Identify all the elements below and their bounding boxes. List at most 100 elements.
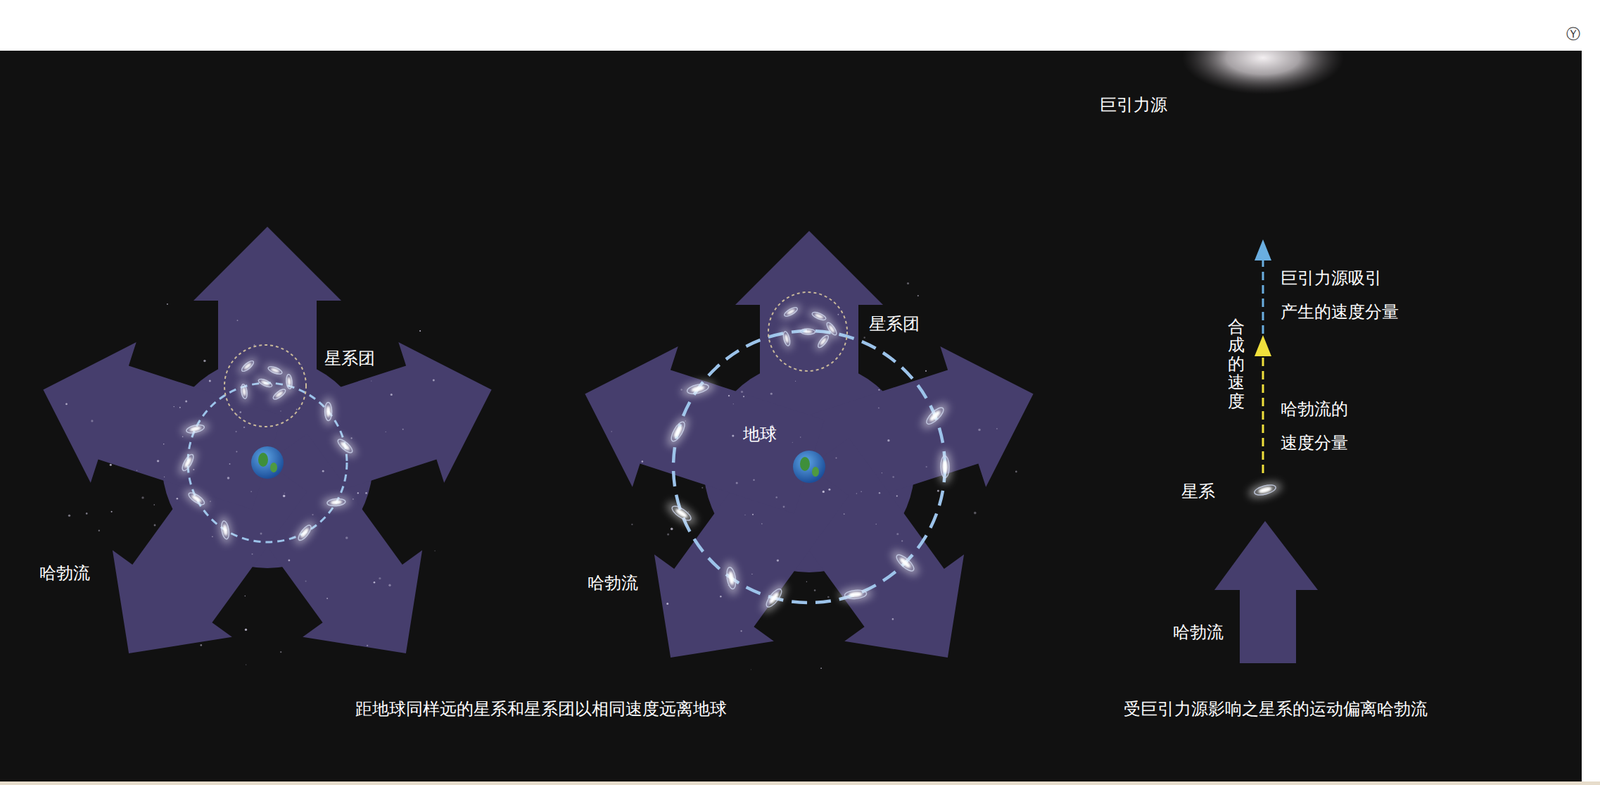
galaxy	[321, 495, 351, 509]
star-speck	[296, 408, 298, 410]
galaxy-core	[767, 590, 781, 605]
star-speck	[229, 462, 231, 465]
galaxy-core	[783, 333, 790, 344]
galaxy	[918, 398, 952, 433]
galaxy	[721, 560, 741, 596]
star-speck	[65, 403, 68, 406]
flow-label: 哈勃流	[587, 572, 639, 594]
star-speck	[163, 476, 165, 478]
galaxy-glow	[321, 495, 351, 509]
galaxy-glow	[291, 517, 318, 547]
cluster-label: 星系团	[324, 347, 376, 370]
star-speck	[282, 494, 285, 497]
galaxy	[217, 515, 233, 545]
galaxy-glow	[253, 374, 278, 392]
vector-head	[1254, 334, 1272, 357]
star-speck	[610, 430, 612, 432]
star-speck	[906, 282, 910, 285]
galaxy-core	[190, 493, 203, 504]
galaxy-arm	[239, 358, 255, 373]
star-speck	[740, 629, 742, 632]
star-speck	[670, 527, 674, 530]
galaxy-arm	[669, 419, 688, 443]
star-speck	[827, 595, 830, 599]
galaxy-glow	[663, 498, 700, 529]
galaxy-arm	[296, 522, 314, 542]
star-speck	[744, 514, 746, 516]
vector-label: 巨引力源吸引 产生的速度分量	[1280, 261, 1416, 329]
star-speck	[235, 451, 238, 453]
star-speck	[378, 576, 381, 580]
vector-label: 哈勃流的 速度分量	[1280, 391, 1365, 460]
earth-land	[270, 462, 278, 473]
star-speck	[800, 436, 802, 438]
galaxy-arm	[844, 588, 867, 600]
earth-globe	[251, 446, 284, 479]
star-speck	[896, 532, 899, 535]
galaxy	[237, 379, 250, 403]
star-speck	[892, 475, 895, 478]
star-speck	[814, 588, 817, 592]
galaxy	[175, 447, 200, 478]
star-speck	[792, 441, 793, 443]
star-speck	[192, 468, 195, 471]
star-speck	[731, 434, 734, 437]
star-speck	[806, 580, 808, 582]
star-speck	[434, 550, 435, 551]
galaxy	[663, 498, 700, 529]
star-speck	[860, 490, 862, 492]
galaxy-core	[671, 424, 684, 439]
star-speck	[750, 668, 752, 670]
galaxy-core	[270, 366, 281, 373]
galaxy-glow	[758, 580, 791, 616]
star-speck	[752, 513, 754, 516]
star-speck	[260, 532, 263, 535]
star-speck	[163, 443, 164, 444]
star-speck	[733, 403, 734, 404]
galaxy-arm	[220, 519, 231, 539]
galaxy-glow	[721, 560, 741, 596]
galaxy	[263, 361, 288, 378]
earth-land	[258, 452, 269, 467]
star-speck	[837, 313, 840, 316]
glow-group	[1182, 50, 1344, 95]
galaxy	[758, 580, 791, 616]
star-speck	[751, 573, 753, 575]
vector-head	[1254, 239, 1272, 261]
star-speck	[182, 436, 184, 438]
galaxy	[663, 413, 693, 449]
galaxy-arm	[800, 328, 815, 335]
star-speck	[666, 602, 669, 605]
galaxy-glow	[322, 396, 335, 425]
galaxy-core	[325, 405, 331, 417]
star-speck	[156, 459, 160, 462]
star-speck	[300, 363, 302, 365]
galaxy-glow	[918, 398, 952, 433]
galaxy-core	[690, 384, 706, 393]
star-speck	[211, 536, 213, 537]
star-speck	[856, 492, 858, 494]
galaxy	[291, 517, 318, 547]
star-speck	[937, 489, 940, 492]
panel-caption: 距地球同样远的星系和星系团以相同速度远离地球	[355, 697, 727, 720]
star-speck	[203, 359, 206, 362]
dashed-rings	[187, 291, 945, 603]
galaxy-core	[339, 440, 351, 452]
galaxy-core	[674, 506, 689, 519]
galaxy-core	[260, 379, 271, 387]
galaxy-glow	[237, 379, 250, 403]
star-speck	[235, 430, 238, 433]
star-speck	[388, 583, 391, 587]
star-speck	[254, 344, 256, 346]
flow-label: 哈勃流	[39, 562, 91, 584]
star-speck	[365, 491, 368, 494]
galaxy	[821, 316, 843, 341]
star-speck	[154, 524, 157, 527]
earth-land	[800, 456, 810, 471]
galaxy-arm	[240, 383, 249, 399]
star-speck	[244, 628, 247, 631]
star-speck	[141, 496, 144, 499]
vertical-label: 合成的速度	[1227, 317, 1245, 411]
galaxy-core	[1258, 485, 1273, 494]
